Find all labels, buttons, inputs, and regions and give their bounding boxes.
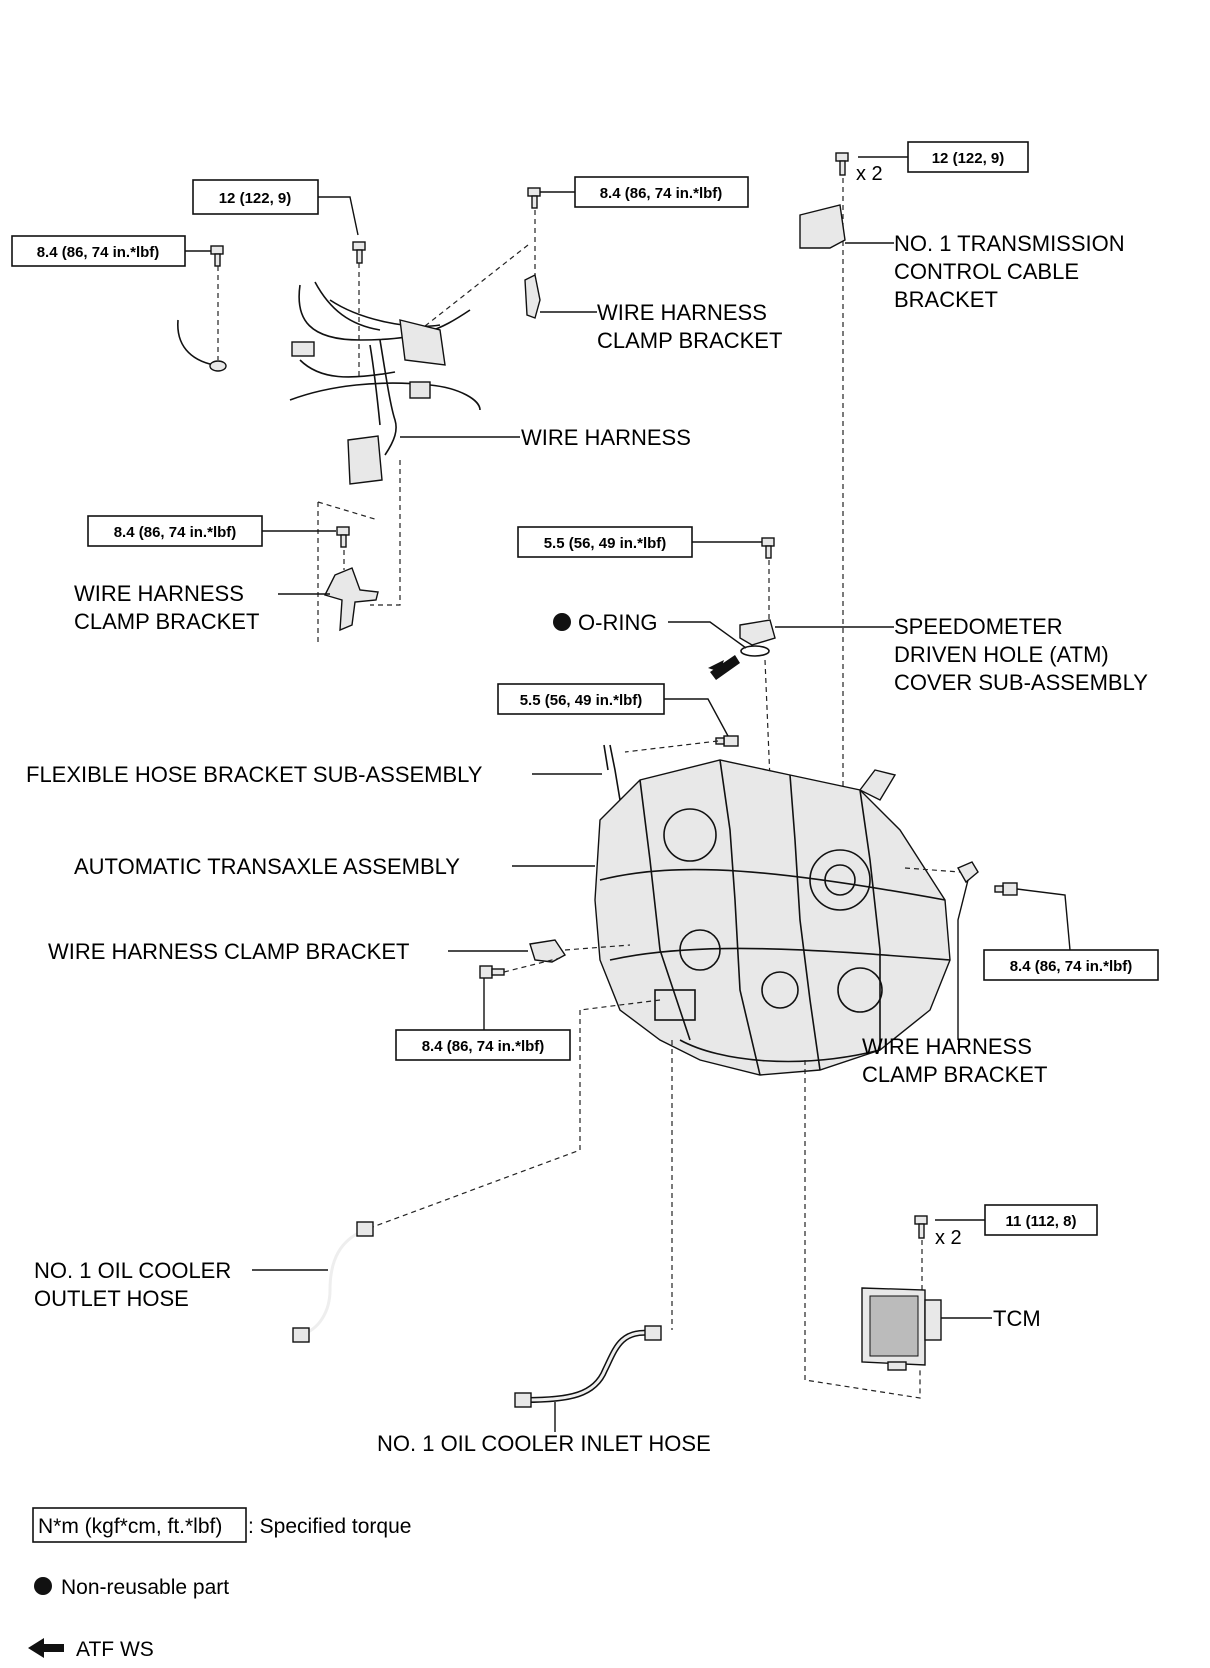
svg-text:8.4 (86, 74 in.*lbf): 8.4 (86, 74 in.*lbf) xyxy=(600,185,723,202)
svg-text:12 (122, 9): 12 (122, 9) xyxy=(932,150,1005,167)
svg-text:8.4 (86, 74 in.*lbf): 8.4 (86, 74 in.*lbf) xyxy=(37,244,160,261)
svg-text:CLAMP BRACKET: CLAMP BRACKET xyxy=(862,1062,1047,1087)
non-reusable-dot-icon xyxy=(34,1577,52,1595)
oil-cooler-outlet-hose-icon xyxy=(299,1229,366,1336)
svg-text:AUTOMATIC TRANSAXLE ASSEMBLY: AUTOMATIC TRANSAXLE ASSEMBLY xyxy=(74,854,460,879)
svg-text:TCM: TCM xyxy=(993,1306,1041,1331)
bolt-icon xyxy=(527,187,541,209)
svg-text:O-RING: O-RING xyxy=(578,610,657,635)
ground-wire-icon xyxy=(177,319,215,366)
svg-text:N*m (kgf*cm, ft.*lbf): N*m (kgf*cm, ft.*lbf) xyxy=(38,1515,222,1538)
non-reusable-dot-icon xyxy=(553,613,571,631)
clamp-bracket-icon xyxy=(529,939,567,963)
bolt-icon xyxy=(336,526,350,548)
tcm-icon xyxy=(861,1287,942,1371)
torque-box-right-clamp-bracket: 8.4 (86, 74 in.*lbf) xyxy=(983,949,1159,981)
bolt-icon xyxy=(715,735,739,747)
torque-box-clamp-bracket-top: 8.4 (86, 74 in.*lbf) xyxy=(574,176,749,208)
torque-box-front-clamp-bracket: 8.4 (86, 74 in.*lbf) xyxy=(395,1029,571,1061)
atf-arrow-icon xyxy=(28,1638,64,1658)
svg-text:NO. 1 OIL COOLER INLET HOSE: NO. 1 OIL COOLER INLET HOSE xyxy=(377,1431,711,1456)
speedometer-cover-icon xyxy=(739,619,776,646)
torque-box-control-cable-bracket: 12 (122, 9) xyxy=(907,141,1029,173)
clamp-bracket-icon xyxy=(323,567,379,632)
automatic-transaxle-icon xyxy=(594,759,951,1076)
svg-text:WIRE HARNESS: WIRE HARNESS xyxy=(597,300,767,325)
svg-text:CONTROL CABLE: CONTROL CABLE xyxy=(894,259,1079,284)
torque-box-left-bolt: 8.4 (86, 74 in.*lbf) xyxy=(11,235,186,267)
torque-box-harness-bolt: 12 (122, 9) xyxy=(192,179,319,215)
svg-text:WIRE HARNESS: WIRE HARNESS xyxy=(74,581,244,606)
svg-text:BRACKET: BRACKET xyxy=(894,287,998,312)
atf-arrow-icon xyxy=(708,655,740,680)
bolt-icon xyxy=(835,152,849,176)
svg-text:ATF WS: ATF WS xyxy=(76,1638,154,1661)
torque-box-flex-hose-bracket: 5.5 (56, 49 in.*lbf) xyxy=(497,683,665,715)
svg-text:SPEEDOMETER: SPEEDOMETER xyxy=(894,614,1063,639)
torque-box-lower-clamp-bracket: 8.4 (86, 74 in.*lbf) xyxy=(87,515,263,547)
svg-text:Non-reusable part: Non-reusable part xyxy=(61,1576,229,1599)
svg-text:x 2: x 2 xyxy=(935,1227,962,1249)
o-ring-icon xyxy=(740,645,770,657)
torque-box-tcm: 11 (112, 8) xyxy=(984,1204,1098,1236)
bolt-icon xyxy=(761,537,775,559)
svg-text:DRIVEN HOLE (ATM): DRIVEN HOLE (ATM) xyxy=(894,642,1109,667)
svg-text:12 (122, 9): 12 (122, 9) xyxy=(219,190,292,207)
svg-text:8.4 (86, 74 in.*lbf): 8.4 (86, 74 in.*lbf) xyxy=(422,1038,545,1055)
svg-text:WIRE HARNESS: WIRE HARNESS xyxy=(862,1034,1032,1059)
bolt-icon xyxy=(352,241,366,264)
svg-text:WIRE HARNESS CLAMP BRACKET: WIRE HARNESS CLAMP BRACKET xyxy=(48,939,409,964)
svg-text:11 (112, 8): 11 (112, 8) xyxy=(1006,1213,1077,1230)
torque-box-speedo-cover: 5.5 (56, 49 in.*lbf) xyxy=(517,526,693,558)
svg-text:OUTLET HOSE: OUTLET HOSE xyxy=(34,1286,189,1311)
svg-text:5.5 (56, 49 in.*lbf): 5.5 (56, 49 in.*lbf) xyxy=(520,692,643,709)
bolt-icon xyxy=(479,965,505,979)
svg-text:CLAMP BRACKET: CLAMP BRACKET xyxy=(597,328,782,353)
bolt-icon xyxy=(210,245,224,267)
svg-text:COVER SUB-ASSEMBLY: COVER SUB-ASSEMBLY xyxy=(894,670,1148,695)
legend-torque-box: N*m (kgf*cm, ft.*lbf) xyxy=(32,1507,247,1543)
svg-text:NO. 1 OIL COOLER: NO. 1 OIL COOLER xyxy=(34,1258,231,1283)
bolt-icon xyxy=(914,1215,928,1239)
svg-text:8.4 (86, 74 in.*lbf): 8.4 (86, 74 in.*lbf) xyxy=(1010,958,1133,975)
clamp-bracket-icon xyxy=(524,273,541,319)
svg-text:NO. 1 TRANSMISSION: NO. 1 TRANSMISSION xyxy=(894,231,1125,256)
svg-text:x 2: x 2 xyxy=(856,163,883,185)
svg-text:8.4 (86, 74 in.*lbf): 8.4 (86, 74 in.*lbf) xyxy=(114,524,237,541)
svg-text:WIRE HARNESS: WIRE HARNESS xyxy=(521,425,691,450)
control-cable-bracket-icon xyxy=(799,204,846,249)
wire-harness-icon xyxy=(289,281,481,485)
clamp-bracket-icon xyxy=(957,861,979,884)
svg-text:CLAMP BRACKET: CLAMP BRACKET xyxy=(74,609,259,634)
bolt-icon xyxy=(994,882,1018,896)
svg-text:: Specified torque: : Specified torque xyxy=(248,1515,411,1538)
svg-text:FLEXIBLE HOSE BRACKET SUB-ASSE: FLEXIBLE HOSE BRACKET SUB-ASSEMBLY xyxy=(26,762,483,787)
svg-text:5.5 (56, 49 in.*lbf): 5.5 (56, 49 in.*lbf) xyxy=(544,535,667,552)
